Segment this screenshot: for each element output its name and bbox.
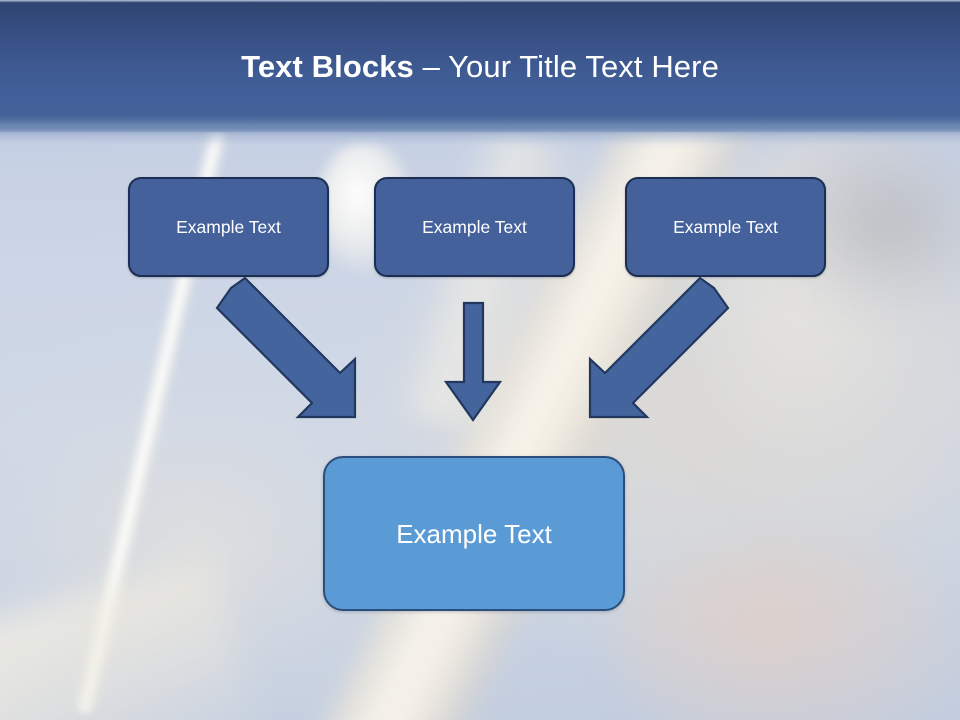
text-block-1[interactable]: Example Text [128,177,329,277]
summary-text-block-label: Example Text [396,518,552,549]
text-block-2-label: Example Text [422,217,527,237]
page-title-bold-part: Text Blocks [241,49,414,84]
arrow-diagonal-down-left-icon [588,276,730,419]
text-block-3[interactable]: Example Text [625,177,826,277]
background-warm-patch [612,540,960,720]
page-title-regular-part: – Your Title Text Here [413,49,719,84]
text-block-1-label: Example Text [176,217,281,237]
text-block-3-label: Example Text [673,217,778,237]
summary-text-block[interactable]: Example Text [323,456,625,611]
text-block-2[interactable]: Example Text [374,177,575,277]
page-title: Text Blocks – Your Title Text Here [0,48,960,86]
arrow-diagonal-down-right-icon [215,276,357,419]
arrow-down-icon [443,301,503,422]
title-band [0,0,960,132]
